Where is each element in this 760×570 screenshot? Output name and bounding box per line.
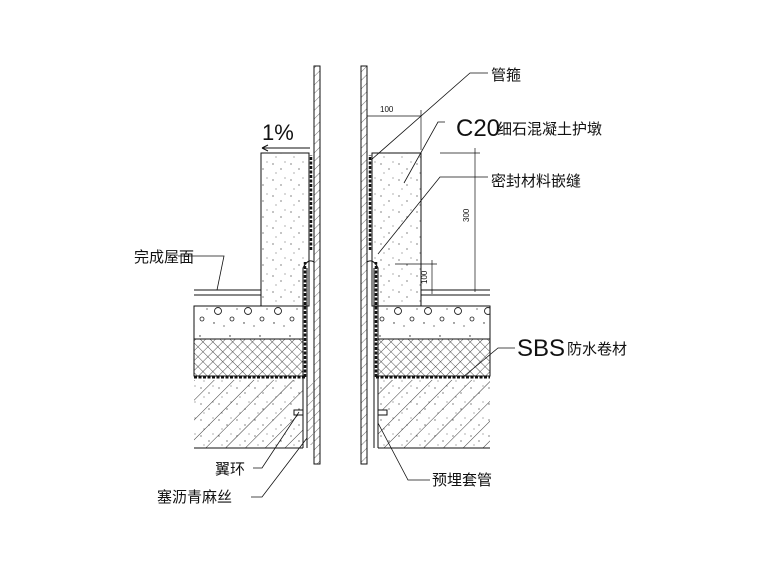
label-asphalt-hemp: 塞沥青麻丝 [157,488,232,506]
pipe-wall-right [360,65,368,465]
right-concrete-pier [371,152,422,307]
slope-label: 1% [262,120,294,145]
label-membrane-code: SBS [517,335,565,362]
label-finished-roof: 完成屋面 [134,248,194,266]
dim-pier-width: 100 [380,105,394,114]
dim-pier-height: 300 [462,208,471,222]
label-pipe-clamp: 管箍 [491,66,521,84]
leader-lines [178,72,515,498]
screed-layer [193,305,491,340]
insulation-layer [193,338,491,377]
finished-roof-line [194,289,490,296]
label-membrane-name: 防水卷材 [567,340,627,358]
pipe-wall-left [313,65,321,465]
slope-arrow [261,144,310,152]
label-wing-ring: 翼环 [215,460,245,478]
dimension-lines [367,110,480,294]
label-pier-grade: C20 [456,115,500,142]
structural-slab [194,380,490,449]
label-embedded-sleeve: 预埋套管 [432,471,492,489]
label-pier-material: 细石混凝土护墩 [497,120,602,138]
left-concrete-pier [260,152,310,307]
label-sealant: 密封材料嵌缝 [491,172,581,190]
dim-sleeve-height: 100 [420,270,429,284]
